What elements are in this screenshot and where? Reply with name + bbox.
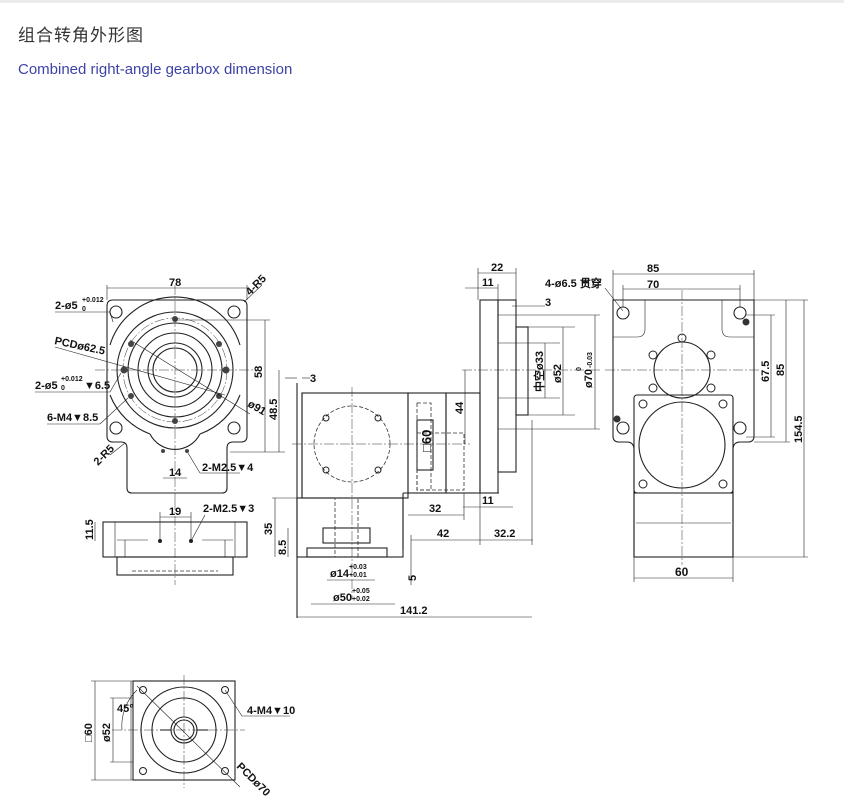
dim-input-tapped-holes: 4-M4▼10: [247, 705, 295, 717]
dim-width-11-bottom: 11: [482, 495, 494, 507]
dim-tab-holes: 2-M2.5▼4: [202, 462, 254, 474]
dim-corner-radius: 4-R5: [244, 273, 269, 298]
dim-shaft-dia-14: ø14: [330, 568, 350, 580]
dim-pcd-70: PCDø70: [234, 761, 272, 799]
dim-pin-hole-1-tol-lower: 0: [82, 306, 86, 313]
dim-height-48-5: 48.5: [268, 399, 280, 420]
dim-width-42: 42: [437, 528, 449, 540]
dim-width-85: 85: [647, 263, 659, 275]
dim-thickness-11-5: 11.5: [84, 519, 96, 540]
dim-dia-52-input: ø52: [101, 723, 113, 742]
dim-dia-70-tol-lower: -0.03: [587, 352, 594, 368]
dim-dia-70: ø70: [583, 369, 595, 388]
dim-width-22: 22: [491, 262, 503, 274]
bottom-view: 19 2-M2.5▼3 11.5: [84, 500, 254, 585]
dim-hole-spacing-19: 19: [169, 506, 181, 518]
side-bolts: [322, 414, 382, 474]
dim-outer-dia-91: ø91: [246, 398, 268, 418]
front-view: 78 4-R5 2-ø5 +0.012 0 PCDø62.5 2-ø5 +0.0…: [35, 273, 285, 500]
dim-tab-hole-spacing: 14: [169, 467, 182, 479]
dim-pilot-tol-lower: +0.02: [352, 596, 370, 603]
dim-offset-3: 3: [310, 373, 316, 385]
dim-offset-3-right: 3: [545, 297, 551, 309]
dim-height-154-5: 154.5: [793, 415, 805, 443]
end-view: 4-ø6.5 贯穿 85 70 67.5 85 154.5 60: [545, 263, 808, 582]
dim-height-35: 35: [263, 523, 275, 535]
dim-pin-hole-2: 2-ø5: [35, 380, 58, 392]
dim-pin-hole-2-tol-lower: 0: [61, 385, 65, 392]
dim-pin-hole-1: 2-ø5: [55, 300, 78, 312]
dim-total-length: 141.2: [400, 605, 428, 617]
page-subtitle: Combined right-angle gearbox dimension: [18, 61, 293, 78]
dim-square-60: □60: [419, 430, 434, 452]
top-divider: [0, 0, 844, 3]
dim-width-11-top: 11: [482, 277, 494, 289]
dim-height-8-5: 8.5: [277, 540, 289, 555]
dim-pin-hole-1-tol-upper: +0.012: [82, 297, 104, 304]
dim-height-58: 58: [253, 366, 265, 378]
flange-tapped-holes: [139, 686, 229, 775]
through-holes: [616, 306, 747, 435]
dim-square-60-input: □60: [83, 723, 95, 742]
dim-motor-width-60: 60: [675, 565, 689, 579]
dim-shaft-tol-lower: +0.01: [349, 572, 367, 579]
dim-dia-70-tol-upper: 0: [576, 367, 583, 371]
dim-height-85: 85: [775, 364, 787, 376]
motor-bolts: [638, 399, 728, 489]
dim-pin-hole-2-tol-upper: +0.012: [61, 376, 83, 383]
dim-height-67-5: 67.5: [760, 361, 772, 382]
dim-width-70: 70: [647, 279, 659, 291]
dim-width-32: 32: [429, 503, 441, 515]
dim-pilot-dia-50: ø50: [333, 592, 352, 604]
dim-tapped-holes: 6-M4▼8.5: [47, 412, 98, 424]
dim-pin-hole-2-depth: ▼6.5: [84, 380, 110, 392]
dim-height-44: 44: [454, 401, 466, 414]
dim-through-holes: 4-ø6.5 贯穿: [545, 276, 602, 290]
page-title: 组合转角外形图: [18, 26, 144, 46]
dim-width-78: 78: [169, 277, 181, 289]
dim-angle-45: 45°: [117, 703, 134, 715]
dim-depth-5: 5: [407, 575, 419, 581]
dim-dia-52: ø52: [552, 364, 564, 383]
side-view: 3 35 8.5 □60 44 22 11 3 中空ø33 ø52 ø70 0 …: [263, 262, 600, 618]
dim-tab-radius: 2-R5: [92, 443, 117, 468]
dim-shaft-tol-upper: +0.03: [349, 564, 367, 571]
input-flange-view: □60 ø52 45° 4-M4▼10 PCDø70: [83, 675, 295, 799]
dim-width-32-2: 32.2: [494, 528, 515, 540]
dim-bottom-holes: 2-M2.5▼3: [203, 503, 254, 515]
dim-hollow-33: 中空ø33: [532, 351, 546, 392]
dim-pilot-tol-upper: +0.05: [352, 588, 370, 595]
